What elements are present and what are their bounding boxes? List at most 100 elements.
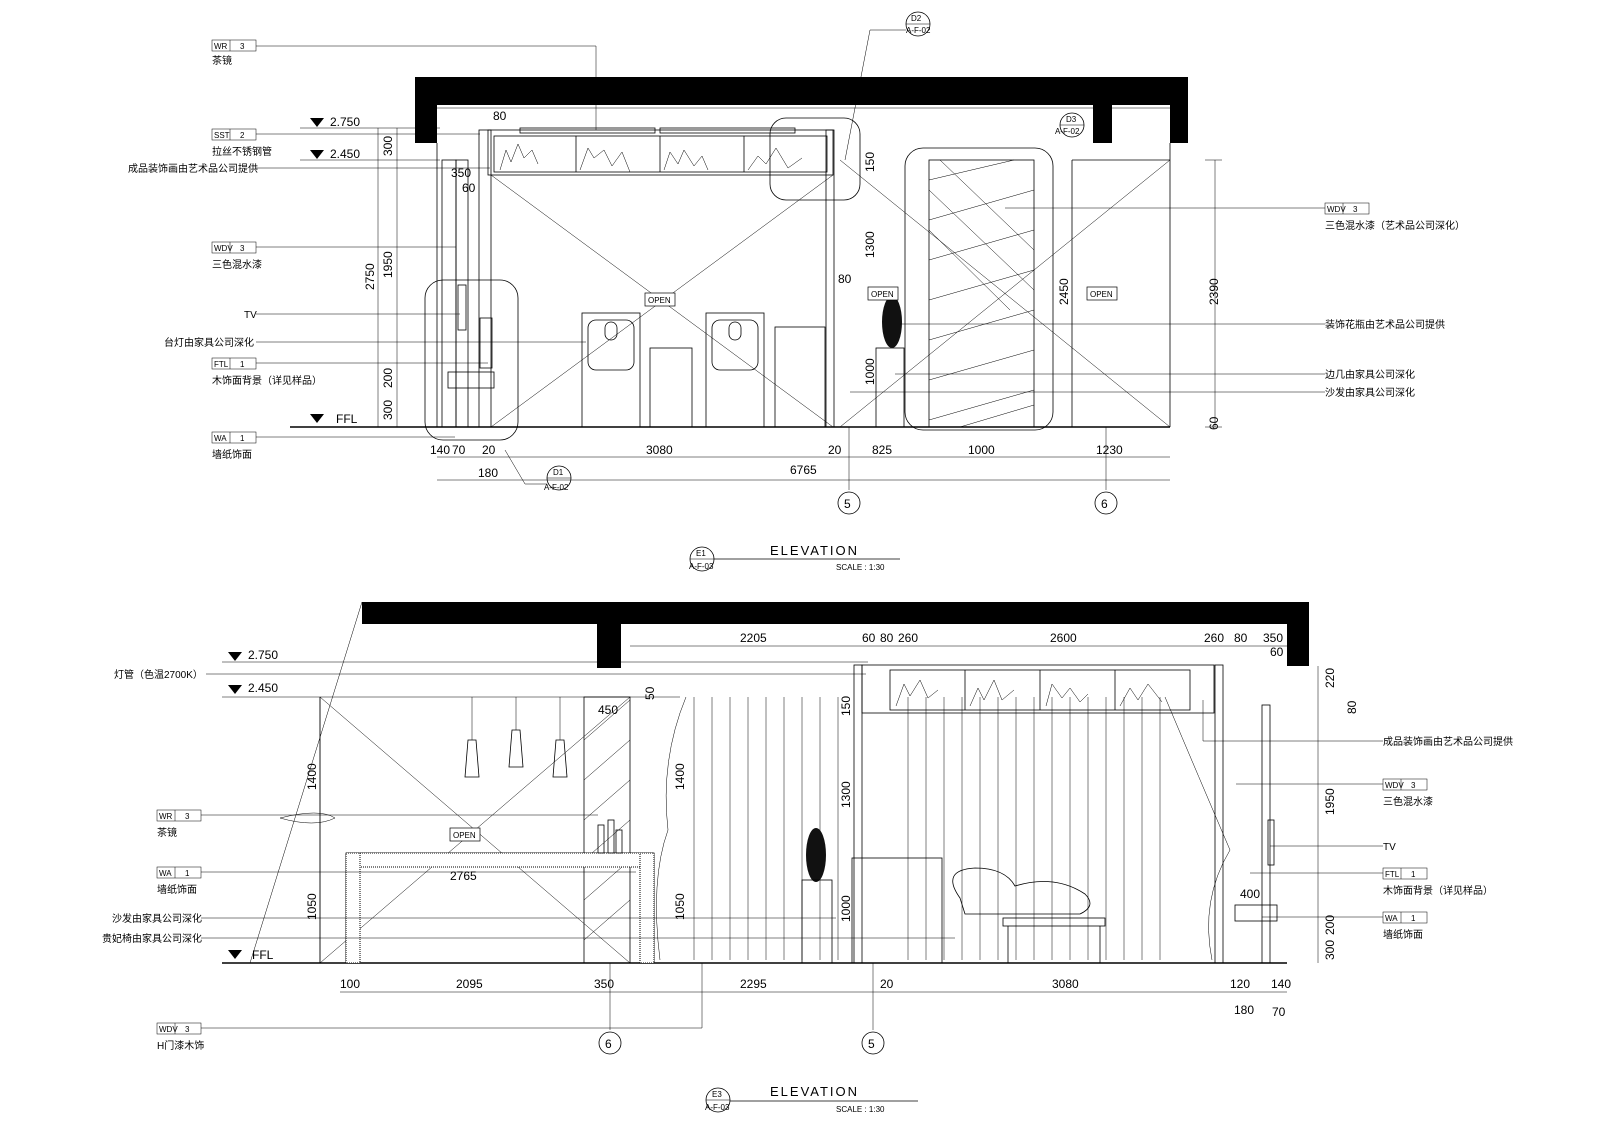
e1-right-notes: WDV 3 三色混水漆（艺术品公司深化） 装饰花瓶由艺术品公司提供 边几由家具公…: [850, 202, 1465, 399]
e3-note-3-code: WA: [159, 869, 172, 878]
e1-left-notes: WR 3 茶镜 SST 2 拉丝不锈钢管 成品装饰画由艺术品公司提供 WDV 3…: [128, 39, 597, 461]
e3-dim-top-1: 2205: [740, 631, 767, 645]
e1-note-7-text: 木饰面背景（详见样品）: [212, 374, 322, 387]
e1-callout-d2: D2: [911, 14, 922, 23]
e1-tv-wall: [424, 129, 519, 441]
e1-note-4-text: 三色混水漆: [212, 258, 262, 271]
e3-rnote-2-text: 三色混水漆: [1383, 795, 1433, 808]
e1-level-ceiling: 2.450: [330, 147, 360, 161]
e3-bdim-5: 20: [880, 977, 894, 991]
elevation-e1: 2.750 2.450 FFL 350 60 260 2600 260 80 6…: [128, 11, 1465, 572]
e1-bdim-1: 140: [430, 443, 450, 457]
e1-grid-markers: 5 6: [837, 427, 1118, 515]
e1-level-marks: 2.750 2.450 FFL: [300, 115, 440, 426]
e3-rdim-220: 220: [1323, 668, 1337, 688]
e3-note-4-text: 沙发由家具公司深化: [112, 912, 202, 925]
e3-vdim-1050b: 1050: [673, 893, 687, 920]
e1-note-1-text: 茶镜: [212, 54, 232, 67]
e3-bdim-1: 100: [340, 977, 360, 991]
e3-title-sheet: A-F-03: [705, 1103, 730, 1112]
e3-dim-top-small: 60: [1270, 645, 1284, 659]
e3-note-6-text: H门漆木饰: [157, 1039, 204, 1052]
e1-dim-top-3: 260: [495, 93, 515, 107]
e1-title-label: ELEVATION: [770, 543, 859, 558]
e1-vdim-3: 1950: [381, 251, 395, 278]
e3-dim-top-4: 260: [898, 631, 918, 645]
e1-vdim-4: 200: [381, 368, 395, 388]
e3-bdim-4: 2295: [740, 977, 767, 991]
e3-dim-top-5: 2600: [1050, 631, 1077, 645]
e1-bdim-6: 825: [872, 443, 892, 457]
e1-idim-3: 80: [838, 272, 852, 286]
e1-bdim-sub: 180: [478, 466, 498, 480]
e1-callout-d1: D1: [553, 468, 564, 477]
e1-callout-d3: D3: [1066, 115, 1077, 124]
e1-idim-7: 60: [1207, 416, 1221, 430]
e3-vdim-150: 150: [839, 696, 853, 716]
e3-vdim-1000: 1000: [839, 895, 853, 922]
e3-curtains: [656, 696, 1231, 961]
e1-vdim-5: 300: [381, 400, 395, 420]
e1-vdim-1: 300: [381, 136, 395, 156]
e3-bdim-7: 120: [1230, 977, 1250, 991]
e3-bar-counter: [279, 696, 655, 964]
e1-note-2-text: 拉丝不锈钢管: [212, 145, 272, 158]
e3-rdim-400: 400: [1240, 887, 1260, 901]
e3-note-1-text: 灯管（色温2700K）: [114, 668, 203, 681]
e1-left-dimensions: 300 2750 1950 200 300 350 60: [363, 128, 476, 427]
e1-bracing: [490, 117, 1171, 431]
e3-level-ceiling: 2.450: [248, 681, 278, 695]
e1-bdim-2: 70: [452, 443, 466, 457]
e1-rnote-3-text: 边几由家具公司深化: [1325, 368, 1415, 381]
e3-dim-top-2: 60: [862, 631, 876, 645]
e1-dim-top-small: 80: [493, 109, 507, 123]
e3-vdim-1300: 1300: [839, 781, 853, 808]
e3-counter-dim: 2765: [450, 869, 477, 883]
e3-slab: [362, 602, 1309, 668]
e3-vdim-1400a: 1400: [305, 763, 319, 790]
e3-right-dimensions: 220 80 1950 400 200 300: [1240, 666, 1359, 963]
e3-rnote-5-num: 1: [1411, 914, 1416, 923]
e3-vdim-1050a: 1050: [305, 893, 319, 920]
e3-vdim-50: 50: [643, 686, 657, 700]
e1-top-dimensions: 350 60 260 2600 260 80 60 845 1000 1230 …: [437, 93, 1170, 123]
e3-note-5-text: 贵妃椅由家具公司深化: [102, 932, 202, 945]
e3-rnote-4-text: 木饰面背景（详见样品）: [1383, 884, 1493, 897]
e3-left-dimensions: 1400 1050 450 50 1400 1050 150 1300 1000…: [305, 686, 853, 963]
e3-rdim-200: 200: [1323, 915, 1337, 935]
e3-grid-markers: 6 5: [598, 963, 885, 1055]
e3-furniture: [801, 704, 1278, 964]
e1-dim-left-60: 60: [462, 181, 476, 195]
e3-note-3-num: 1: [185, 869, 190, 878]
e1-note-4-code: WDV: [214, 244, 233, 253]
e3-note-6-num: 3: [185, 1025, 190, 1034]
e1-note-1-code: WR: [214, 42, 228, 51]
e1-note-1-num: 3: [240, 42, 245, 51]
e1-idim-1: 150: [863, 152, 877, 172]
e3-bdim-sub-1: 180: [1234, 1003, 1254, 1017]
e1-idim-2: 1300: [863, 231, 877, 258]
e3-top-dimensions: 2205 60 80 260 2600 260 80 350 60: [630, 631, 1287, 659]
e3-dim-top-8: 350: [1263, 631, 1283, 645]
e1-bdim-5: 20: [828, 443, 842, 457]
e1-open-labels: OPEN OPEN OPEN: [644, 286, 1118, 307]
e1-bdim-total: 6765: [790, 463, 817, 477]
e1-open-2: OPEN: [871, 290, 894, 299]
e1-note-3-text: 成品装饰画由艺术品公司提供: [128, 162, 258, 175]
e1-callouts: D2 A-F-02 D3 A-F-02 D1 A-F-02: [504, 11, 1085, 492]
e3-rnote-2-code: WDV: [1385, 781, 1404, 790]
e1-artwork-band: [487, 127, 834, 176]
e1-callout-d2-sheet: A-F-02: [906, 26, 931, 35]
e3-rdim-1950: 1950: [1323, 788, 1337, 815]
e1-dim-top-6: 80: [824, 93, 838, 107]
e1-note-8-code: WA: [214, 434, 227, 443]
e1-note-8-text: 墙纸饰面: [212, 448, 252, 461]
e3-rnote-5-text: 墙纸饰面: [1383, 928, 1423, 941]
e1-callout-d3-sheet: A-F-02: [1055, 127, 1080, 136]
e3-bdim-sub-2: 70: [1272, 1005, 1286, 1019]
e1-inner-dimensions: 150 1300 80 1000 2450 2390 60: [838, 152, 1222, 430]
e1-chairs: [581, 296, 905, 428]
e1-bottom-dimensions: 140 70 20 3080 20 825 1000 1230 180 6765: [430, 443, 1170, 481]
e3-artwork-band: [853, 664, 1224, 964]
e1-dim-top-5: 260: [800, 93, 820, 107]
